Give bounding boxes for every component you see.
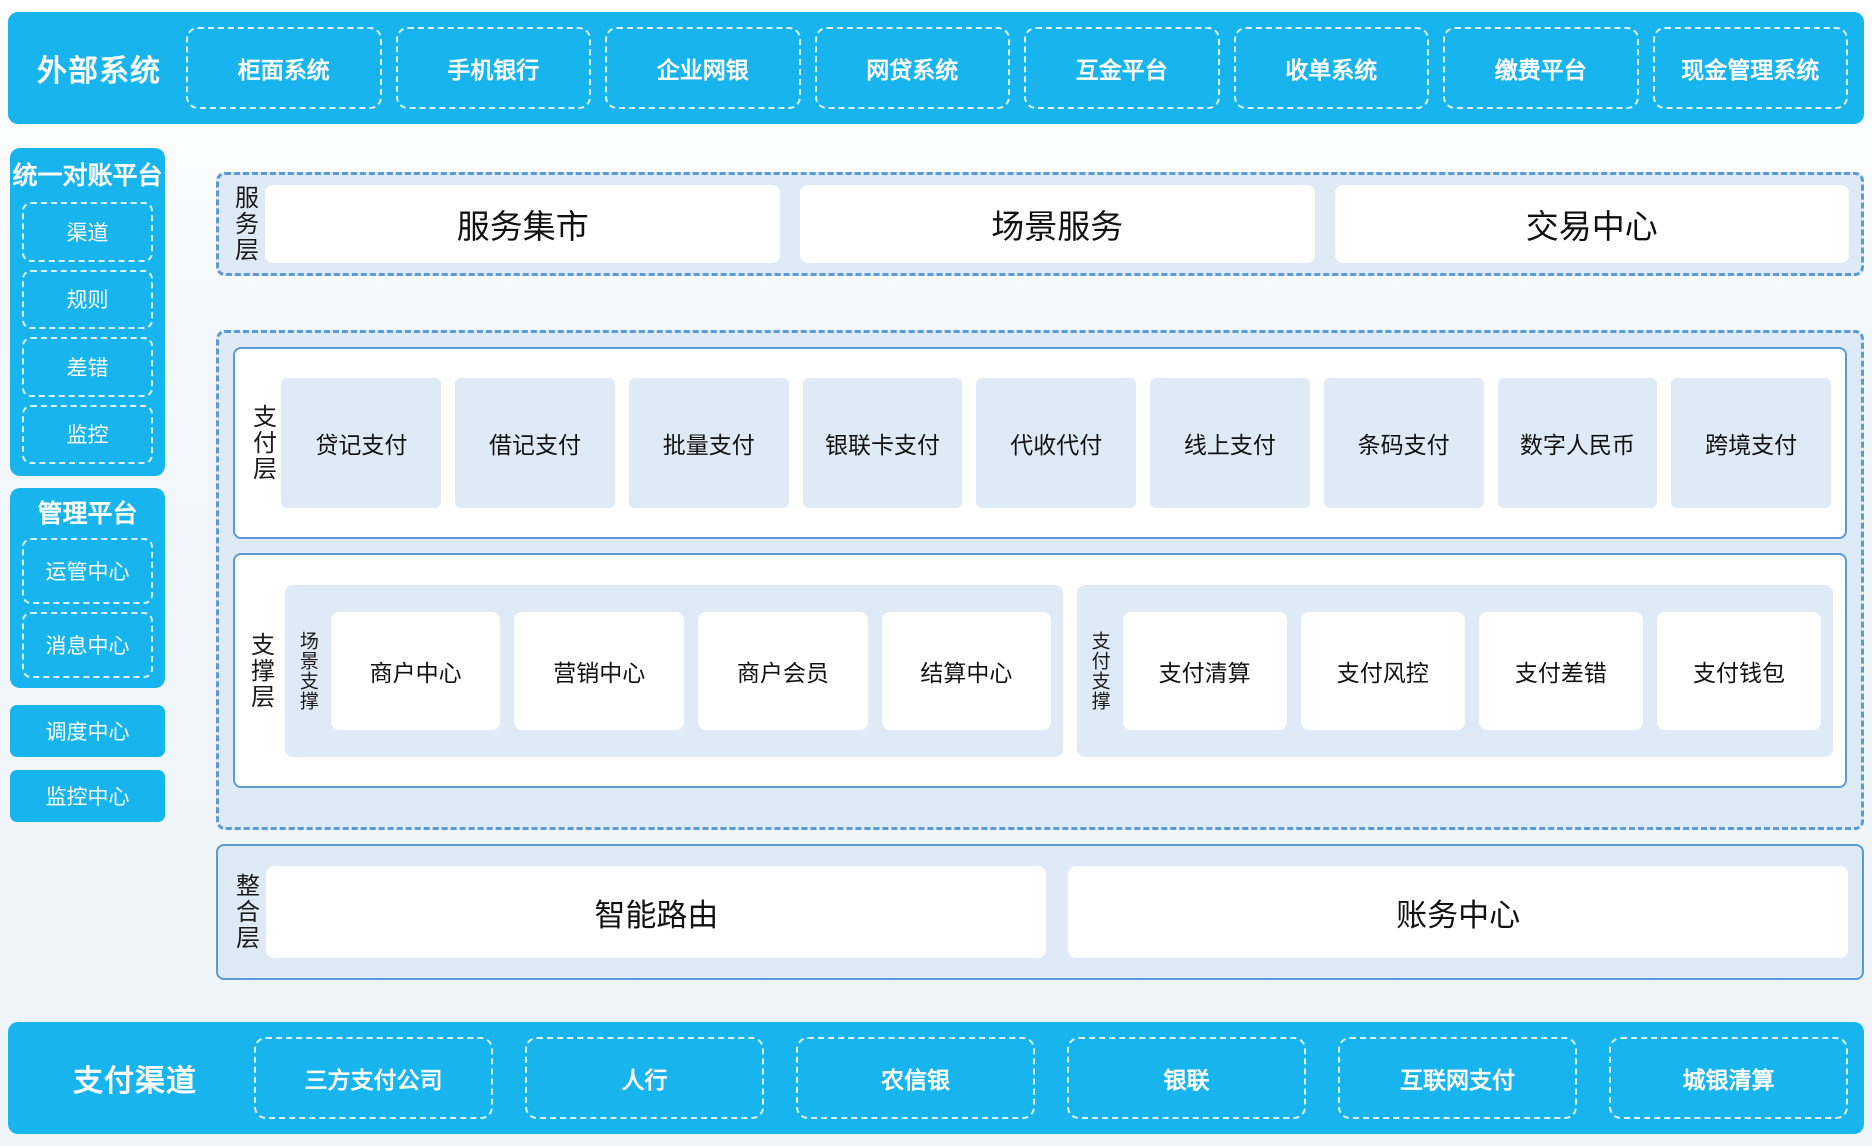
manage-item-message-center[interactable]: 消息中心 bbox=[22, 612, 153, 678]
payment-channels-title: 支付渠道 bbox=[73, 1065, 197, 1098]
external-system-item[interactable]: 互金平台 bbox=[1024, 27, 1220, 109]
external-system-item[interactable]: 企业网银 bbox=[605, 27, 801, 109]
support-card-marketing-center[interactable]: 营销中心 bbox=[514, 611, 685, 730]
payment-channel-item[interactable]: 人行 bbox=[525, 1037, 764, 1119]
integration-card-smart-routing[interactable]: 智能路由 bbox=[266, 866, 1047, 958]
integration-layer-label: 整合层 bbox=[231, 873, 259, 951]
support-card-pay-clearing[interactable]: 支付清算 bbox=[1122, 611, 1287, 730]
payment-card-barcode[interactable]: 条码支付 bbox=[1323, 378, 1484, 508]
payment-channel-item[interactable]: 城银清算 bbox=[1609, 1037, 1848, 1119]
recon-item-error[interactable]: 差错 bbox=[22, 337, 153, 397]
integration-layer-section: 整合层 智能路由 账务中心 bbox=[216, 844, 1864, 980]
payment-channel-item[interactable]: 银联 bbox=[1067, 1037, 1306, 1119]
scenario-support-cards: 商户中心 营销中心 商户会员 结算中心 bbox=[330, 611, 1052, 730]
external-system-item[interactable]: 缴费平台 bbox=[1443, 27, 1639, 109]
payment-support-cards: 支付清算 支付风控 支付差错 支付钱包 bbox=[1122, 611, 1822, 730]
external-system-item[interactable]: 收单系统 bbox=[1233, 27, 1429, 109]
payment-layer-label: 支付层 bbox=[248, 404, 276, 482]
payment-layer-cards: 贷记支付 借记支付 批量支付 银联卡支付 代收代付 线上支付 条码支付 数字人民… bbox=[281, 378, 1831, 508]
external-systems-bar: 外部系统 柜面系统 手机银行 企业网银 网贷系统 互金平台 收单系统 缴费平台 … bbox=[8, 12, 1864, 124]
core-layers-section: 支付层 贷记支付 借记支付 批量支付 银联卡支付 代收代付 线上支付 条码支付 … bbox=[216, 330, 1864, 830]
payment-layer-group: 支付层 贷记支付 借记支付 批量支付 银联卡支付 代收代付 线上支付 条码支付 … bbox=[233, 347, 1847, 539]
recon-item-rule[interactable]: 规则 bbox=[22, 269, 153, 329]
support-card-merchant-member[interactable]: 商户会员 bbox=[698, 611, 868, 730]
recon-item-channel[interactable]: 渠道 bbox=[22, 202, 153, 262]
external-system-item[interactable]: 现金管理系统 bbox=[1652, 27, 1848, 109]
scheduling-center-label: 调度中心 bbox=[45, 721, 130, 744]
support-layer-label: 支撑层 bbox=[246, 631, 274, 710]
payment-card-batch[interactable]: 批量支付 bbox=[628, 378, 789, 508]
support-layer-group: 支撑层 场景支撑 商户中心 营销中心 商户会员 结算中心 支付支撑 支付清算 支… bbox=[233, 553, 1847, 788]
external-system-item[interactable]: 手机银行 bbox=[395, 27, 591, 109]
payment-card-online[interactable]: 线上支付 bbox=[1150, 378, 1310, 508]
support-card-pay-riskcontrol[interactable]: 支付风控 bbox=[1300, 611, 1465, 730]
payment-card-digital-rmb[interactable]: 数字人民币 bbox=[1497, 378, 1658, 508]
payment-support-panel: 支付支撑 支付清算 支付风控 支付差错 支付钱包 bbox=[1077, 584, 1833, 757]
payment-support-label: 支付支撑 bbox=[1088, 630, 1110, 711]
scenario-support-label: 场景支撑 bbox=[296, 630, 318, 711]
integration-layer-cards: 智能路由 账务中心 bbox=[266, 866, 1848, 958]
payment-card-cross-border[interactable]: 跨境支付 bbox=[1671, 378, 1831, 508]
external-system-item[interactable]: 柜面系统 bbox=[186, 27, 382, 109]
payment-channel-item[interactable]: 三方支付公司 bbox=[254, 1037, 493, 1119]
service-card-transaction[interactable]: 交易中心 bbox=[1334, 185, 1850, 263]
management-platform-title: 管理平台 bbox=[37, 500, 138, 528]
support-card-pay-wallet[interactable]: 支付钱包 bbox=[1656, 611, 1822, 730]
scenario-support-panel: 场景支撑 商户中心 营销中心 商户会员 结算中心 bbox=[285, 584, 1064, 757]
external-systems-title: 外部系统 bbox=[37, 55, 161, 88]
service-layer-section: 服务层 服务集市 场景服务 交易中心 bbox=[216, 172, 1864, 276]
payment-channel-item[interactable]: 农信银 bbox=[796, 1037, 1035, 1119]
scheduling-center-box[interactable]: 调度中心 bbox=[10, 705, 165, 757]
integration-card-accounting-center[interactable]: 账务中心 bbox=[1068, 866, 1848, 958]
payment-channel-item[interactable]: 互联网支付 bbox=[1338, 1037, 1577, 1119]
manage-item-operations-center[interactable]: 运管中心 bbox=[22, 538, 153, 604]
support-card-pay-error[interactable]: 支付差错 bbox=[1478, 611, 1643, 730]
monitoring-center-box[interactable]: 监控中心 bbox=[10, 770, 165, 822]
payment-card-collection[interactable]: 代收代付 bbox=[976, 378, 1137, 508]
external-system-item[interactable]: 网贷系统 bbox=[814, 27, 1010, 109]
service-card-marketplace[interactable]: 服务集市 bbox=[265, 185, 780, 263]
support-card-merchant-center[interactable]: 商户中心 bbox=[330, 611, 501, 730]
service-layer-cards: 服务集市 场景服务 交易中心 bbox=[265, 185, 1850, 263]
support-card-settlement-center[interactable]: 结算中心 bbox=[881, 611, 1052, 730]
reconciliation-platform-title: 统一对账平台 bbox=[12, 162, 163, 190]
service-card-scenario[interactable]: 场景服务 bbox=[799, 185, 1315, 263]
reconciliation-platform-panel: 统一对账平台 渠道 规则 差错 监控 bbox=[10, 148, 165, 476]
external-systems-list: 柜面系统 手机银行 企业网银 网贷系统 互金平台 收单系统 缴费平台 现金管理系… bbox=[186, 27, 1848, 109]
recon-item-monitor[interactable]: 监控 bbox=[22, 404, 153, 464]
payment-channels-bar: 支付渠道 三方支付公司 人行 农信银 银联 互联网支付 城银清算 bbox=[8, 1022, 1864, 1134]
monitoring-center-label: 监控中心 bbox=[45, 786, 130, 809]
payment-card-debit[interactable]: 借记支付 bbox=[455, 378, 615, 508]
service-layer-label: 服务层 bbox=[230, 185, 258, 263]
payment-card-unionpay[interactable]: 银联卡支付 bbox=[802, 378, 963, 508]
payment-card-credit[interactable]: 贷记支付 bbox=[281, 378, 442, 508]
payment-channels-list: 三方支付公司 人行 农信银 银联 互联网支付 城银清算 bbox=[254, 1037, 1848, 1119]
management-platform-panel: 管理平台 运管中心 消息中心 bbox=[10, 488, 165, 688]
